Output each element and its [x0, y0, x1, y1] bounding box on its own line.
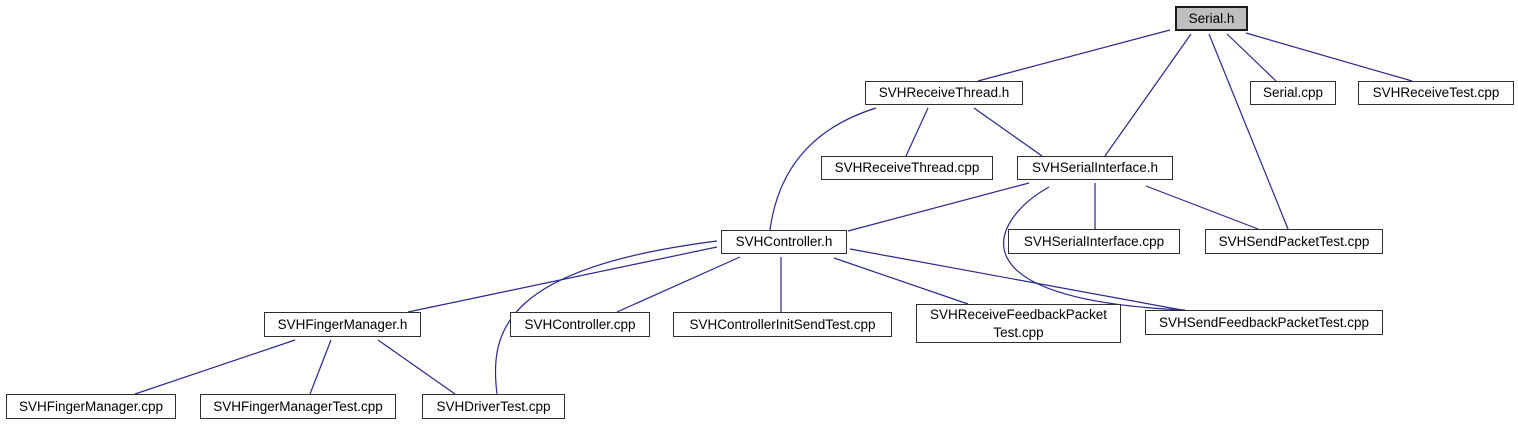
edge-svh-controller-h-to-svh-receive-thread-h	[769, 107, 877, 231]
node-label: Serial.cpp	[1262, 85, 1324, 101]
node-label: SVHControllerInitSendTest.cpp	[689, 316, 876, 332]
node-label: SVHFingerManager.cpp	[18, 398, 164, 414]
edge-svh-receive-feedback-packet-test-cpp-to-svh-controller-h	[833, 257, 969, 305]
node-serial-cpp[interactable]: Serial.cpp	[1250, 81, 1336, 105]
edge-svh-send-packet-test-cpp-to-svh-serial-interface-h	[1145, 185, 1259, 230]
node-label: SVHSendFeedbackPacketTest.cpp	[1158, 314, 1370, 330]
edges-group	[134, 29, 1413, 395]
edge-svh-receive-thread-cpp-to-svh-receive-thread-h	[905, 107, 929, 157]
node-label: SVHController.cpp	[524, 316, 636, 332]
node-svh-controller-init-send-test-cpp[interactable]: SVHControllerInitSendTest.cpp	[673, 312, 892, 337]
edge-svh-controller-cpp-to-svh-controller-h	[616, 256, 741, 313]
node-label: SVHSerialInterface.cpp	[1023, 233, 1165, 249]
edge-serial-cpp-to-serial-h	[1226, 33, 1277, 82]
edge-svh-serial-interface-h-to-serial-h	[1104, 33, 1192, 157]
edge-svh-serial-interface-h-to-svh-receive-thread-h	[973, 107, 1043, 157]
edge-svh-finger-manager-test-cpp-to-svh-finger-manager-h	[309, 339, 332, 395]
node-svh-receive-test-cpp[interactable]: SVHReceiveTest.cpp	[1358, 81, 1514, 105]
node-svh-finger-manager-cpp[interactable]: SVHFingerManager.cpp	[6, 394, 176, 419]
node-svh-send-feedback-packet-test-cpp[interactable]: SVHSendFeedbackPacketTest.cpp	[1145, 310, 1383, 335]
node-label: SVHSerialInterface.h	[1031, 160, 1159, 176]
node-serial-h[interactable]: Serial.h	[1175, 6, 1248, 31]
node-svh-serial-interface-h[interactable]: SVHSerialInterface.h	[1017, 156, 1173, 180]
node-svh-receive-thread-h[interactable]: SVHReceiveThread.h	[865, 81, 1023, 105]
node-svh-serial-interface-cpp[interactable]: SVHSerialInterface.cpp	[1008, 229, 1180, 254]
node-svh-receive-feedback-packet-test-cpp[interactable]: SVHReceiveFeedbackPacket Test.cpp	[916, 304, 1121, 343]
node-label: SVHReceiveThread.h	[878, 85, 1010, 101]
node-label: SVHSendPacketTest.cpp	[1218, 233, 1370, 249]
node-label: SVHReceiveTest.cpp	[1372, 85, 1500, 101]
node-label: SVHReceiveThread.cpp	[834, 160, 980, 176]
node-svh-driver-test-cpp[interactable]: SVHDriverTest.cpp	[422, 394, 565, 419]
node-label: SVHFingerManagerTest.cpp	[213, 398, 383, 414]
node-label: Serial.h	[1188, 10, 1235, 26]
edge-svh-driver-test-cpp-to-svh-finger-manager-h	[377, 339, 456, 395]
node-label: SVHFingerManager.h	[277, 316, 408, 332]
node-label: SVHController.h	[735, 234, 833, 250]
edge-svh-send-packet-test-cpp-to-serial-h	[1208, 33, 1289, 230]
edge-svh-receive-thread-h-to-serial-h	[977, 29, 1171, 82]
edge-svh-finger-manager-cpp-to-svh-finger-manager-h	[134, 339, 296, 395]
node-svh-controller-h[interactable]: SVHController.h	[721, 230, 847, 254]
edge-svh-send-feedback-packet-test-cpp-to-svh-serial-interface-h	[1003, 186, 1186, 311]
node-svh-controller-cpp[interactable]: SVHController.cpp	[510, 312, 650, 337]
edge-svh-controller-h-to-svh-serial-interface-h	[847, 182, 1030, 232]
node-label: SVHDriverTest.cpp	[436, 398, 551, 414]
edge-svh-receive-test-cpp-to-serial-h	[1245, 32, 1413, 82]
node-svh-send-packet-test-cpp[interactable]: SVHSendPacketTest.cpp	[1205, 229, 1383, 254]
node-svh-receive-thread-cpp[interactable]: SVHReceiveThread.cpp	[821, 156, 993, 180]
node-svh-finger-manager-test-cpp[interactable]: SVHFingerManagerTest.cpp	[200, 394, 396, 419]
node-svh-finger-manager-h[interactable]: SVHFingerManager.h	[264, 312, 421, 337]
node-label: SVHReceiveFeedbackPacket Test.cpp	[929, 307, 1108, 340]
edge-svh-driver-test-cpp-to-svh-controller-h	[494, 240, 718, 395]
edge-svh-send-feedback-packet-test-cpp-to-svh-controller-h	[849, 248, 1183, 311]
